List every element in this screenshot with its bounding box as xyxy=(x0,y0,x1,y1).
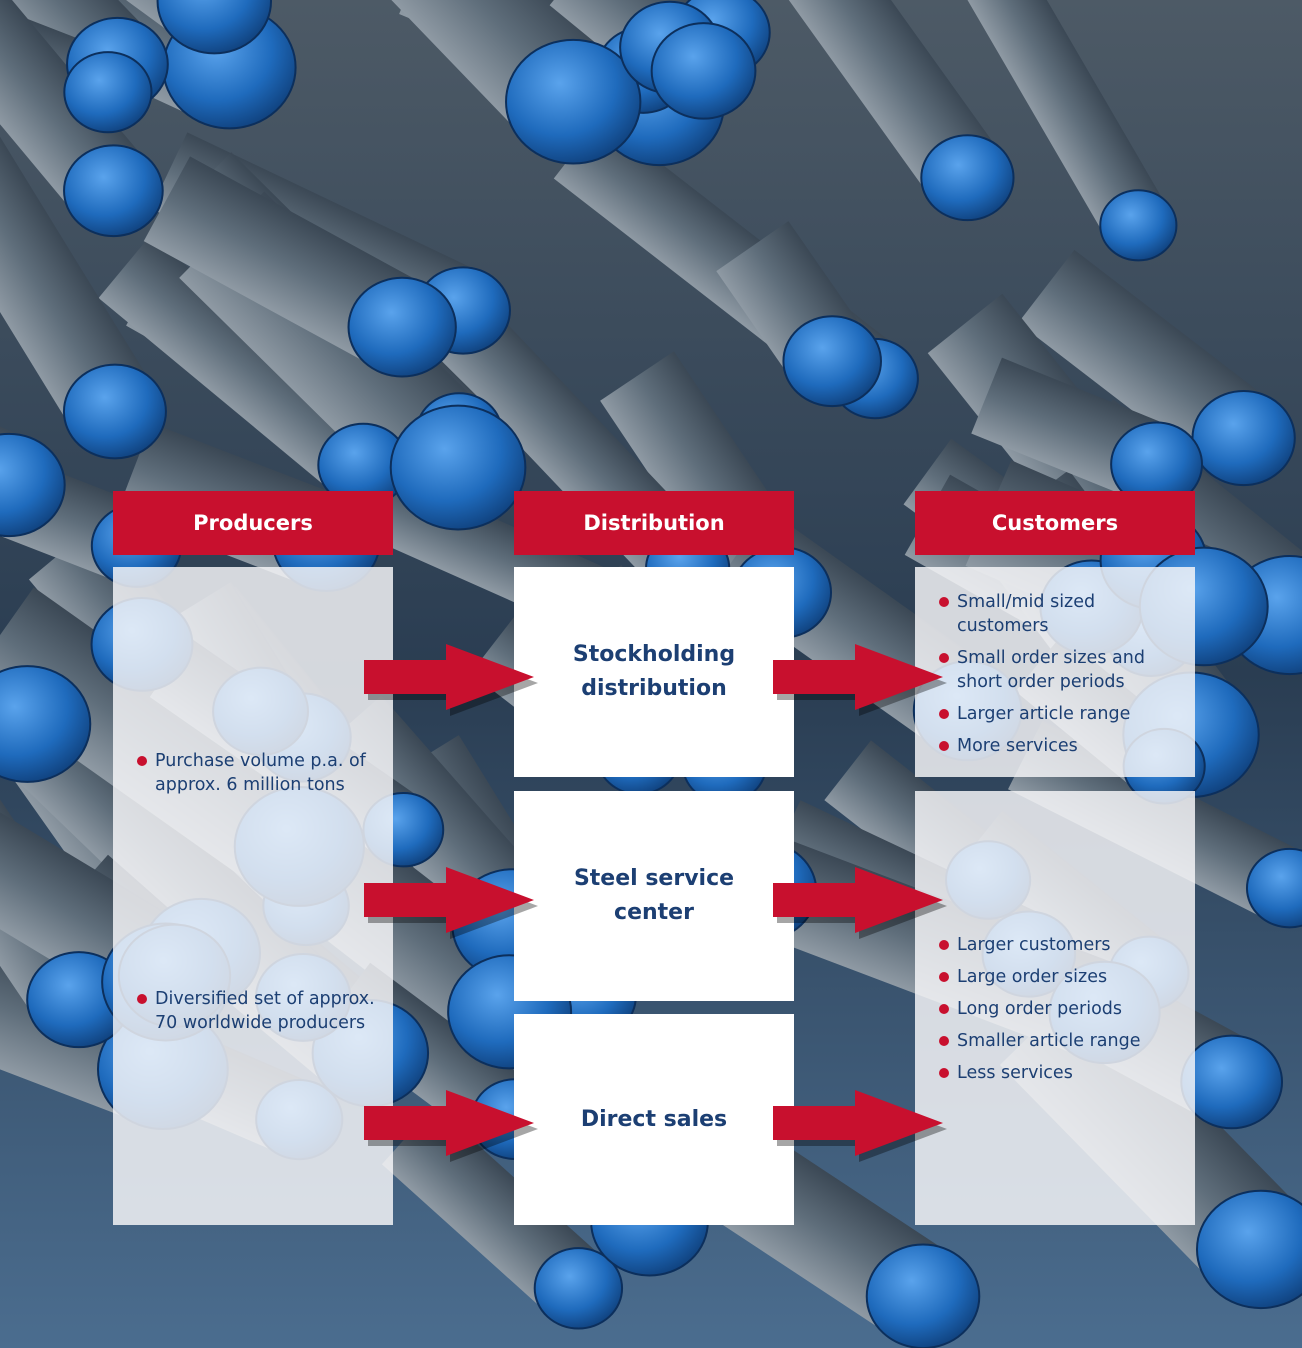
steel-rod xyxy=(98,235,390,497)
bullet-dot-icon xyxy=(939,709,949,719)
steel-rod xyxy=(0,0,150,96)
customers-bullet-item: Long order periods xyxy=(937,997,1182,1021)
bullet-dot-icon xyxy=(939,741,949,751)
producers-header: Producers xyxy=(113,491,393,555)
blue-end-cap xyxy=(650,22,757,120)
producers-bullet-item: Diversified set of approx. 70 worldwide … xyxy=(135,987,375,1035)
bullet-dot-icon xyxy=(137,994,147,1004)
producers-bullet-list: Diversified set of approx. 70 worldwide … xyxy=(135,987,375,1035)
blue-end-cap xyxy=(782,315,883,408)
customers-bullet-item: More services xyxy=(937,734,1182,758)
steel-rod xyxy=(0,136,155,436)
bullet-dot-icon xyxy=(939,940,949,950)
blue-end-cap xyxy=(1099,189,1178,262)
bullet-dot-icon xyxy=(939,653,949,663)
channel-label: Stockholding distribution xyxy=(572,642,736,701)
customers-bullet-item: Small order sizes and short order period… xyxy=(937,646,1182,694)
blue-end-cap xyxy=(156,0,272,55)
blue-end-cap xyxy=(1180,1034,1284,1130)
right-arrow-icon xyxy=(773,867,947,939)
customers-small-panel: Small/mid sized customers Small order si… xyxy=(915,567,1195,777)
customers-bullet-item: Less services xyxy=(937,1061,1182,1085)
customers-bullet-item: Smaller article range xyxy=(937,1029,1182,1053)
channel-label: Direct sales xyxy=(580,1106,728,1132)
channel-direct-sales: Direct sales xyxy=(514,1014,794,1225)
bullet-dot-icon xyxy=(939,597,949,607)
blue-end-cap xyxy=(389,404,527,531)
customers-large-bullet-list: Larger customers Large order sizes Long … xyxy=(937,933,1182,1085)
blue-end-cap xyxy=(1196,1189,1302,1310)
blue-end-cap xyxy=(347,276,457,378)
producers-bullet-list: Purchase volume p.a. of approx. 6 millio… xyxy=(135,749,375,797)
channel-stockholding-distribution: Stockholding distribution xyxy=(514,567,794,777)
customers-bullet-item: Larger article range xyxy=(937,702,1182,726)
blue-end-cap xyxy=(0,432,66,538)
blue-end-cap xyxy=(63,144,164,238)
steel-rod xyxy=(938,0,1168,243)
steel-rod xyxy=(747,0,1002,202)
producers-panel: Purchase volume p.a. of approx. 6 millio… xyxy=(113,567,393,1225)
customers-bullet-item: Small/mid sized customers xyxy=(937,590,1182,638)
right-arrow-icon xyxy=(364,867,538,939)
blue-end-cap xyxy=(865,1243,981,1348)
bullet-dot-icon xyxy=(939,972,949,982)
right-arrow-icon xyxy=(773,1090,947,1162)
producers-bullet-item: Purchase volume p.a. of approx. 6 millio… xyxy=(135,749,375,797)
blue-end-cap xyxy=(62,363,167,460)
channel-steel-service-center: Steel service center xyxy=(514,791,794,1001)
blue-end-cap xyxy=(0,665,92,783)
customers-bullet-item: Large order sizes xyxy=(937,965,1182,989)
right-arrow-icon xyxy=(773,644,947,716)
distribution-header: Distribution xyxy=(514,491,794,555)
customers-small-bullet-list: Small/mid sized customers Small order si… xyxy=(937,590,1182,758)
steel-rod xyxy=(0,741,201,1019)
blue-end-cap xyxy=(505,38,642,165)
channel-label: Steel service center xyxy=(573,866,735,925)
customers-large-panel: Larger customers Large order sizes Long … xyxy=(915,791,1195,1225)
customers-header: Customers xyxy=(915,491,1195,555)
bullet-dot-icon xyxy=(137,756,147,766)
right-arrow-icon xyxy=(364,1090,538,1162)
blue-end-cap xyxy=(1245,847,1302,929)
customers-bullet-item: Larger customers xyxy=(937,933,1182,957)
bullet-dot-icon xyxy=(939,1068,949,1078)
right-arrow-icon xyxy=(364,644,538,716)
bullet-dot-icon xyxy=(939,1004,949,1014)
steel-rod xyxy=(0,0,148,220)
blue-end-cap xyxy=(920,134,1015,222)
blue-end-cap xyxy=(63,51,153,134)
blue-end-cap xyxy=(533,1247,624,1330)
bullet-dot-icon xyxy=(939,1036,949,1046)
blue-end-cap xyxy=(1191,389,1296,487)
